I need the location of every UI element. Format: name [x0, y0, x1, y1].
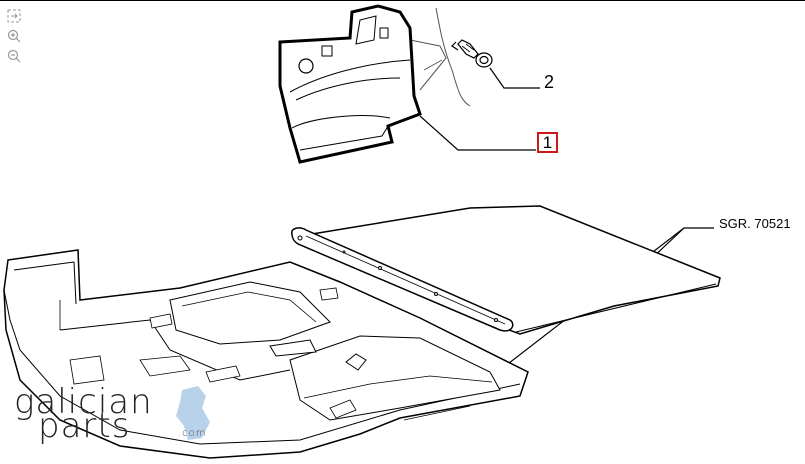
luggage-compartment-cover: [291, 205, 721, 335]
watermark-text-line1: galician: [14, 382, 153, 422]
watermark-text-line2: parts: [38, 406, 131, 446]
callout-reference-sgr[interactable]: SGR. 70521: [719, 216, 791, 231]
part-2-screw: [451, 39, 493, 68]
galicianparts-watermark: galician parts .com: [12, 382, 212, 446]
part-1-trim-panel: [278, 4, 422, 164]
fit-screen-icon[interactable]: [6, 8, 22, 24]
body-panel-outline: [409, 7, 471, 107]
trunk-floor-tray: [3, 249, 529, 459]
top-border-line: [0, 0, 805, 1]
callout-part-1[interactable]: 1: [537, 132, 558, 153]
callout-part-2[interactable]: 2: [544, 72, 555, 92]
zoom-in-icon[interactable]: [6, 28, 22, 44]
viewer-toolbar: [6, 8, 26, 68]
watermark-map-shape: [176, 386, 210, 440]
zoom-out-icon[interactable]: [6, 48, 22, 64]
watermark-domain: .com: [178, 428, 207, 439]
